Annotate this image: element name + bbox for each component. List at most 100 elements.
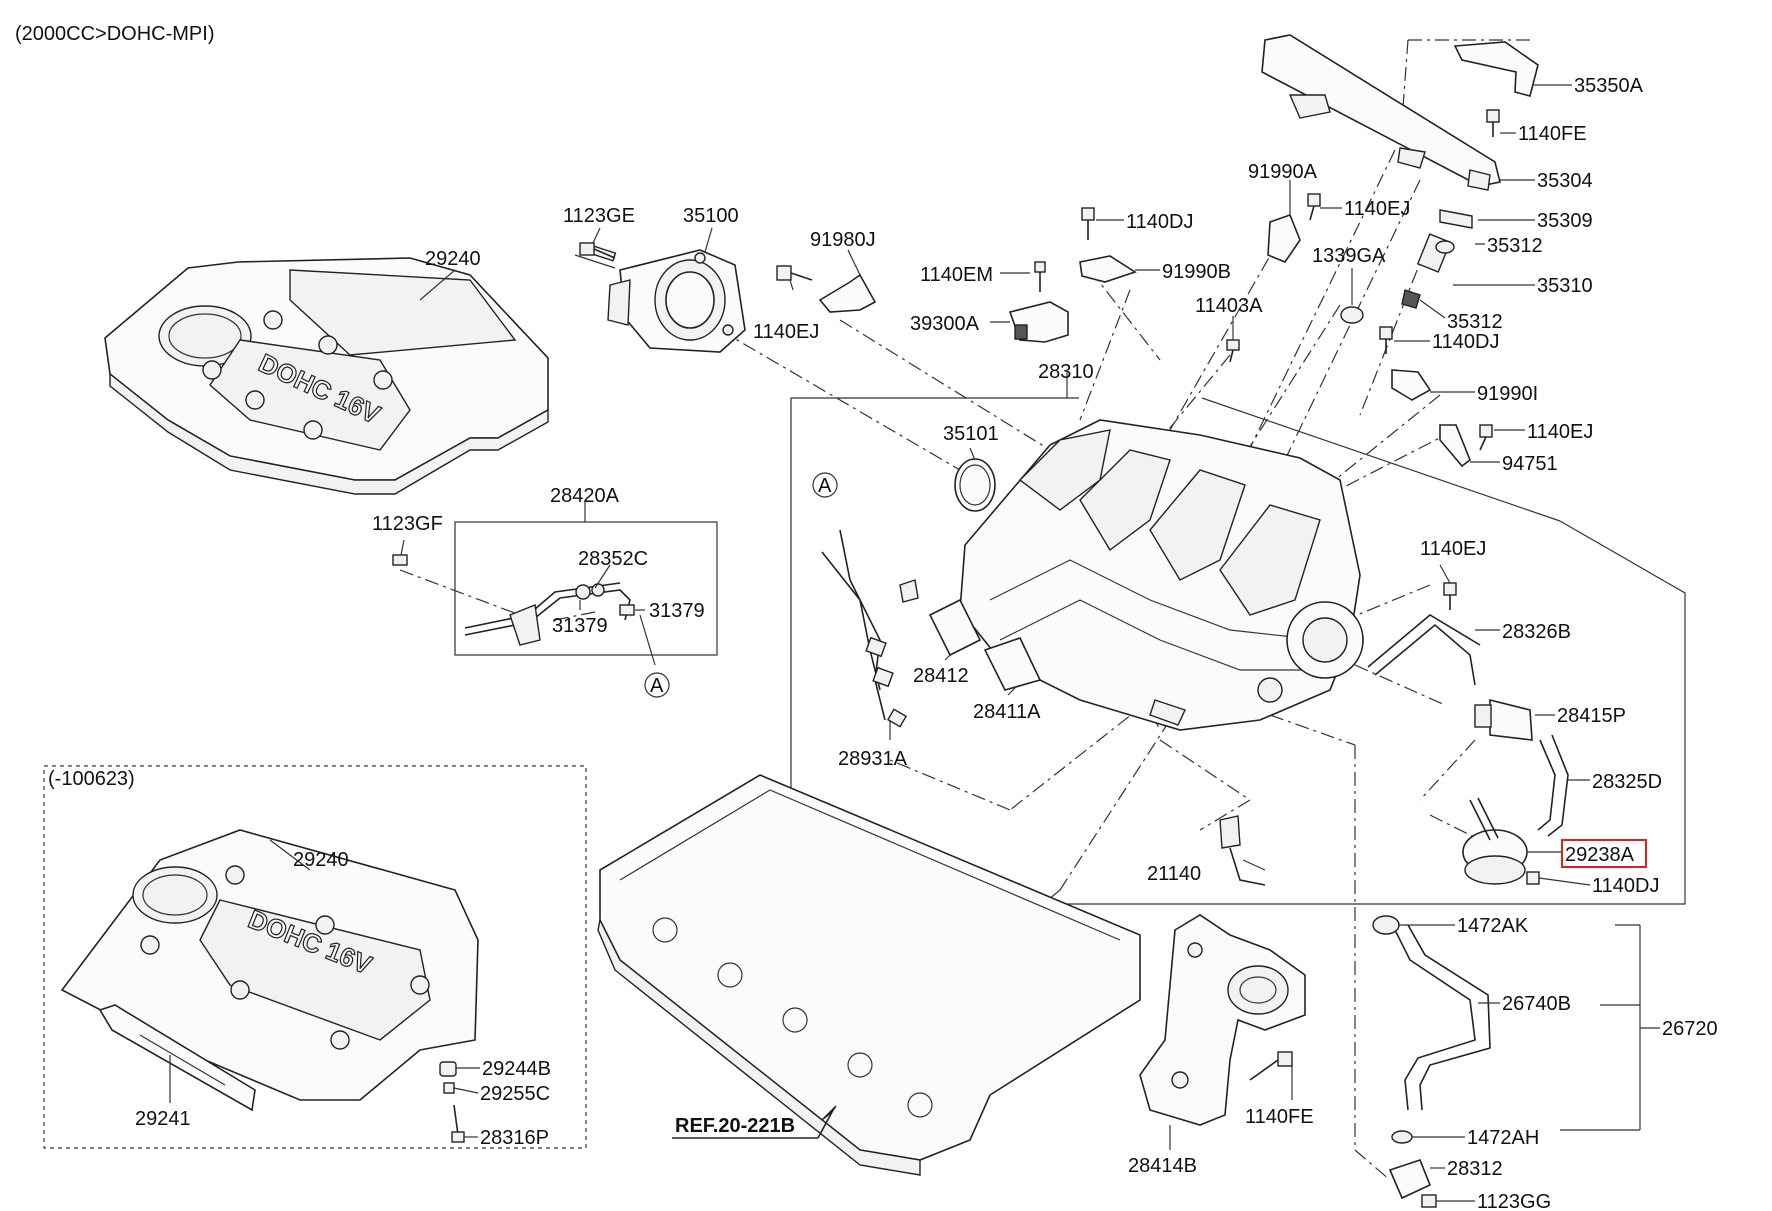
callout-labels: (2000CC>DOHC-MPI) 35350A 1140FE 35304 35…: [15, 23, 1718, 1211]
callout-28411A: 28411A: [973, 701, 1041, 723]
bracket-29241: [98, 1004, 256, 1112]
callout-35304: 35304: [1537, 170, 1593, 192]
bracket-28414B: [1139, 914, 1306, 1126]
callout-28312: 28312: [1447, 1158, 1503, 1180]
ref-label: REF.20-221B: [675, 1115, 795, 1137]
o-ring-35101: [954, 458, 996, 512]
callout-1123GG: 1123GG: [1477, 1191, 1551, 1211]
callout-91990A: 91990A: [1248, 161, 1318, 183]
callout-29255C: 29255C: [480, 1083, 550, 1105]
callout-1140EJ-left: 1140EJ: [753, 321, 819, 343]
hose-28325D: [1537, 734, 1569, 837]
clip-1339GA: [1340, 306, 1364, 324]
bolt-28316P: [451, 1104, 465, 1143]
callout-28412: 28412: [913, 665, 969, 687]
callout-35100: 35100: [683, 205, 739, 227]
callout-31379-b: 31379: [649, 600, 705, 622]
hose-28326B: [1367, 614, 1481, 686]
bracket-91990B: [1079, 207, 1137, 283]
fitting-28312: [1388, 1159, 1437, 1208]
callout-91990I: 91990I: [1477, 383, 1538, 405]
sensor-39300A: [1008, 261, 1069, 343]
bolt-1123GF: [392, 554, 408, 566]
callout-28415P: 28415P: [1557, 705, 1626, 727]
bolt-1140DJ-right: [1379, 326, 1393, 354]
callout-35101: 35101: [943, 423, 999, 445]
callout-39300A: 39300A: [910, 313, 980, 335]
callout-28326B: 28326B: [1502, 621, 1571, 643]
bolt-1140FE-top: [1486, 109, 1500, 137]
callout-35312-a: 35312: [1487, 235, 1543, 257]
callout-29240-inset: 29240: [293, 849, 349, 871]
callout-1140FE-bottom: 1140FE: [1245, 1106, 1314, 1128]
callout-28325D: 28325D: [1592, 771, 1662, 793]
callout-21140: 21140: [1147, 863, 1201, 885]
callout-26740B: 26740B: [1502, 993, 1571, 1015]
callout-35350A: 35350A: [1574, 75, 1644, 97]
callout-91990B: 91990B: [1162, 261, 1231, 283]
header-note: (2000CC>DOHC-MPI): [15, 23, 214, 45]
bracket-91990I: [1391, 369, 1432, 401]
callout-1140DJ-right: 1140DJ: [1432, 331, 1499, 353]
callout-28414B: 28414B: [1128, 1155, 1197, 1177]
callout-1140EM: 1140EM: [920, 264, 993, 286]
pipe-28931A: [821, 529, 919, 728]
bolt-11403A: [1226, 339, 1240, 363]
callout-35312-b: 35312: [1447, 311, 1503, 333]
spacer-29255C: [443, 1082, 455, 1094]
callout-leaders: [169, 84, 1591, 1202]
callout-28420A: 28420A: [550, 485, 620, 507]
bracket-35350A: [1453, 41, 1539, 97]
callout-11403A: 11403A: [1195, 295, 1263, 317]
valve-28415P: [1474, 698, 1533, 741]
bracket-94751: [1439, 424, 1493, 468]
bracket-91990A: [1267, 193, 1321, 263]
callout-94751: 94751: [1502, 453, 1558, 475]
callout-1472AK: 1472AK: [1457, 915, 1529, 937]
callout-1472AH: 1472AH: [1467, 1127, 1539, 1149]
engine-cover-29240: DOHC 16V: [104, 257, 549, 495]
actuator-29238A: [1462, 797, 1540, 885]
callout-1140EJ-right: 1140EJ: [1527, 421, 1593, 443]
sensor-21140: [1219, 815, 1266, 886]
callout-1140EJ-top: 1140EJ: [1344, 198, 1410, 220]
callout-28931A: 28931A: [838, 748, 908, 770]
callout-28316P: 28316P: [480, 1127, 549, 1149]
callout-1123GF: 1123GF: [372, 513, 443, 535]
ref-circle-a-1: [812, 472, 838, 498]
cylinder-head: [597, 774, 1141, 1176]
ref-circle-a-2: [644, 672, 670, 698]
clamp-1472AH: [1391, 1130, 1413, 1144]
callout-28352C: 28352C: [578, 548, 648, 570]
gasket-28411A: [983, 637, 1042, 691]
callout-A-1: A: [818, 475, 832, 497]
inset-cover-29240: DOHC 16V: [60, 829, 479, 1101]
callout-35310: 35310: [1537, 275, 1593, 297]
callout-1140DJ-bottom: 1140DJ: [1592, 875, 1659, 897]
bolt-1123GE: [579, 242, 616, 259]
callout-1123GE: 1123GE: [563, 205, 635, 227]
callout-35309: 35309: [1537, 210, 1593, 232]
pipe-28420A: [464, 582, 635, 646]
callout-26720: 26720: [1662, 1018, 1718, 1040]
callout-29241: 29241: [135, 1108, 191, 1130]
bracket-91980J: [776, 265, 877, 313]
callout-29244B: 29244B: [482, 1058, 551, 1080]
throttle-body-35100: [574, 242, 746, 353]
ref-arrow: [672, 1105, 837, 1139]
callout-28310: 28310: [1038, 361, 1094, 383]
grommet-29244B: [439, 1061, 457, 1077]
callout-1140DJ-top: 1140DJ: [1126, 211, 1193, 233]
callout-29240-top: 29240: [425, 248, 481, 270]
inset-note: (-100623): [48, 768, 135, 790]
fuel-rail-35304: [1261, 34, 1501, 191]
callout-29238A: 29238A: [1565, 844, 1635, 866]
gasket-28412: [928, 598, 982, 657]
hose-26740B: [1372, 915, 1491, 1111]
callout-1339GA: 1339GA: [1312, 245, 1386, 267]
injector-35310: [1401, 209, 1473, 309]
callout-91980J: 91980J: [810, 229, 876, 251]
callout-A-2: A: [650, 675, 664, 697]
callout-1140EJ-mid: 1140EJ: [1420, 538, 1486, 560]
